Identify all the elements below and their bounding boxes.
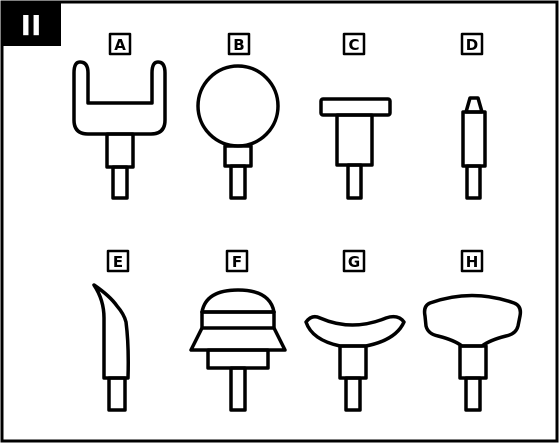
attachment-a-letter: A bbox=[114, 36, 126, 54]
attachment-e-letter: E bbox=[113, 253, 123, 271]
section-badge: II bbox=[2, 2, 61, 46]
attachment-c-letter: C bbox=[348, 36, 359, 54]
attachment-h-letter: H bbox=[466, 253, 479, 271]
section-badge-label: II bbox=[21, 9, 42, 42]
attachment-g-letter: G bbox=[348, 253, 360, 271]
attachment-d-letter: D bbox=[466, 36, 478, 54]
attachment-b-letter: B bbox=[233, 36, 244, 54]
attachment-f-letter: F bbox=[232, 253, 242, 271]
